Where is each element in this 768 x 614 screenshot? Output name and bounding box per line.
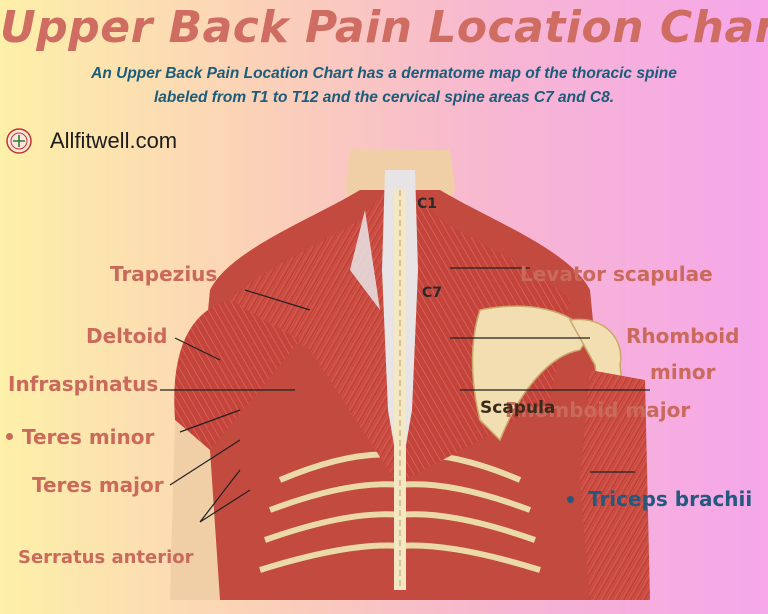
spine-label-c1: C1	[417, 196, 438, 212]
triceps-right	[580, 370, 650, 600]
bullet-teres-minor	[6, 433, 13, 440]
subtitle-line-1: An Upper Back Pain Location Chart has a …	[91, 65, 677, 82]
spine	[394, 190, 406, 590]
brand-text: Allfitwell.com	[50, 128, 178, 153]
label-teres-minor: Teres minor	[22, 425, 155, 449]
label-teres-major: Teres major	[32, 473, 164, 497]
label-scapula: Scapula	[480, 398, 556, 418]
label-rhomboid-major: Rhomboid major	[505, 398, 691, 422]
label-deltoid: Deltoid	[86, 324, 168, 348]
label-triceps-brachii: Triceps brachii	[588, 487, 753, 511]
subtitle-line-2: labeled from T1 to T12 and the cervical …	[154, 89, 614, 106]
label-serratus-anterior: Serratus anterior	[18, 547, 194, 568]
deltoid-left	[174, 300, 300, 450]
label-rhomboid-minor-line2: minor	[650, 360, 716, 384]
label-infraspinatus: Infraspinatus	[8, 372, 159, 396]
allfitwell-logo-icon	[6, 128, 32, 154]
pointer-lines	[160, 267, 650, 523]
spine-label-c7: C7	[422, 285, 443, 301]
label-levator-scapulae: Levator scapulae	[520, 262, 713, 286]
page-title: Upper Back Pain Location Chart	[0, 2, 768, 53]
arm-left	[170, 420, 220, 600]
label-trapezius: Trapezius	[110, 262, 218, 286]
bullet-triceps-brachii	[567, 496, 574, 503]
brand: Allfitwell.com	[6, 128, 177, 154]
page-subtitle: An Upper Back Pain Location Chart has a …	[0, 62, 768, 110]
tendon-left	[350, 210, 380, 310]
label-rhomboid-minor-line1: Rhomboid	[626, 324, 740, 348]
back-anatomy-illustration	[160, 150, 650, 600]
scapula-bone	[471, 305, 591, 442]
